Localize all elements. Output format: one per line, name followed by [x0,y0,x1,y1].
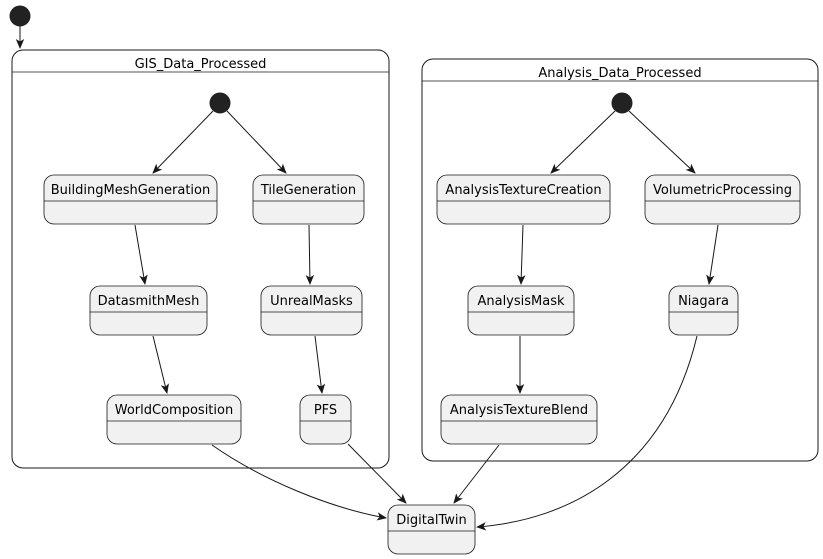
state-analysis-texture-creation: AnalysisTextureCreation [436,174,611,225]
state-analysis-mask: AnalysisMask [467,285,575,336]
transition-unreal-masks-to-pfs [314,335,326,394]
initial-state-outer [9,5,31,27]
state-world-composition: WorldComposition [106,394,242,445]
state-building-mesh-generation: BuildingMeshGeneration [43,174,218,225]
state-datasmith-mesh: DatasmithMesh [89,285,208,336]
state-tile-generation: TileGeneration [252,174,365,225]
state-label: Niagara [678,294,729,309]
transition-world-composition-to-digital-twin [211,444,387,521]
transition-texture-blend-to-digital-twin [453,444,500,504]
initial-state-analysis [611,92,633,114]
composite-title-analysis: Analysis_Data_Processed [538,66,701,81]
state-label: AnalysisMask [477,294,565,309]
state-digital-twin: DigitalTwin [387,504,476,555]
state-label: AnalysisTextureBlend [450,403,588,418]
state-analysis-texture-blend: AnalysisTextureBlend [440,394,598,445]
state-label: DatasmithMesh [98,294,200,309]
state-pfs: PFS [299,394,352,445]
transition-niagara-to-digital-twin [476,335,698,531]
transition-start-to-analysis-texture-creation [550,110,616,174]
state-label: BuildingMeshGeneration [51,183,211,198]
state-niagara: Niagara [668,285,739,336]
state-unreal-masks: UnrealMasks [260,285,363,336]
transition-start-to-tile-generation [226,110,287,174]
transition-start-to-volumetric-processing [628,110,696,174]
composite-title-gis: GIS_Data_Processed [135,57,267,72]
state-label: UnrealMasks [270,294,353,309]
transition-texture-creation-to-analysis-mask [517,224,526,285]
transition-pfs-to-digital-twin [347,443,407,504]
transition-datasmith-to-world-composition [152,335,169,394]
composite-analysis-data-processed: Analysis_Data_Processed [421,58,819,462]
state-volumetric-processing: VolumetricProcessing [644,174,801,225]
state-label: PFS [314,403,337,418]
initial-state-gis [209,92,231,114]
state-label: WorldComposition [115,403,233,418]
state-label: AnalysisTextureCreation [445,183,601,198]
state-label: VolumetricProcessing [653,183,792,198]
transition-building-mesh-to-datasmith [134,224,148,285]
transition-volumetric-to-niagara [706,224,719,285]
state-label: DigitalTwin [396,513,466,528]
transition-tile-generation-to-unreal-masks [305,224,315,285]
transition-start-to-building-mesh [152,110,214,174]
composite-gis-data-processed: GIS_Data_Processed [11,49,390,469]
state-label: TileGeneration [260,183,356,198]
